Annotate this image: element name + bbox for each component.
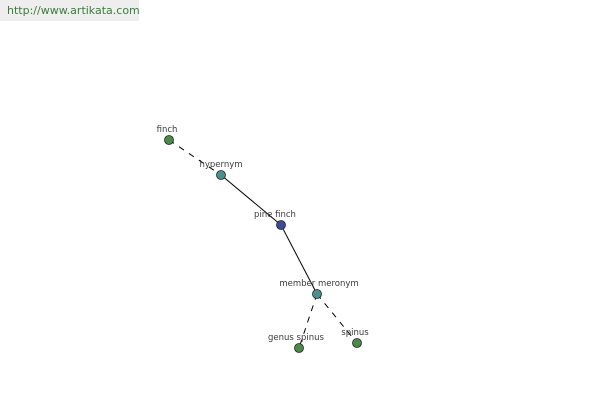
- edge-pine-finch-member-meronym: [280, 224, 318, 295]
- node-label-pine-finch[interactable]: pine finch: [254, 210, 296, 220]
- node-label-spinus[interactable]: spinus: [341, 328, 369, 338]
- edge-member-meronym-spinus: [316, 293, 358, 344]
- site-link[interactable]: http://www.artikata.com: [7, 4, 140, 17]
- node-genus-spinus[interactable]: [294, 343, 304, 353]
- node-pine-finch[interactable]: [276, 220, 286, 230]
- edge-finch-hypernym: [168, 139, 222, 176]
- node-label-genus-spinus[interactable]: genus spinus: [268, 333, 324, 343]
- node-member-meronym[interactable]: [312, 289, 322, 299]
- node-label-finch[interactable]: finch: [157, 125, 178, 135]
- edge-hypernym-pine-finch: [220, 174, 282, 226]
- node-spinus[interactable]: [352, 338, 362, 348]
- node-finch[interactable]: [164, 135, 174, 145]
- node-label-hypernym[interactable]: hypernym: [199, 160, 242, 170]
- node-label-member-meronym[interactable]: member meronym: [279, 279, 358, 289]
- url-banner: http://www.artikata.com: [0, 0, 140, 21]
- node-hypernym[interactable]: [216, 170, 226, 180]
- edge-member-meronym-genus-spinus: [298, 293, 318, 349]
